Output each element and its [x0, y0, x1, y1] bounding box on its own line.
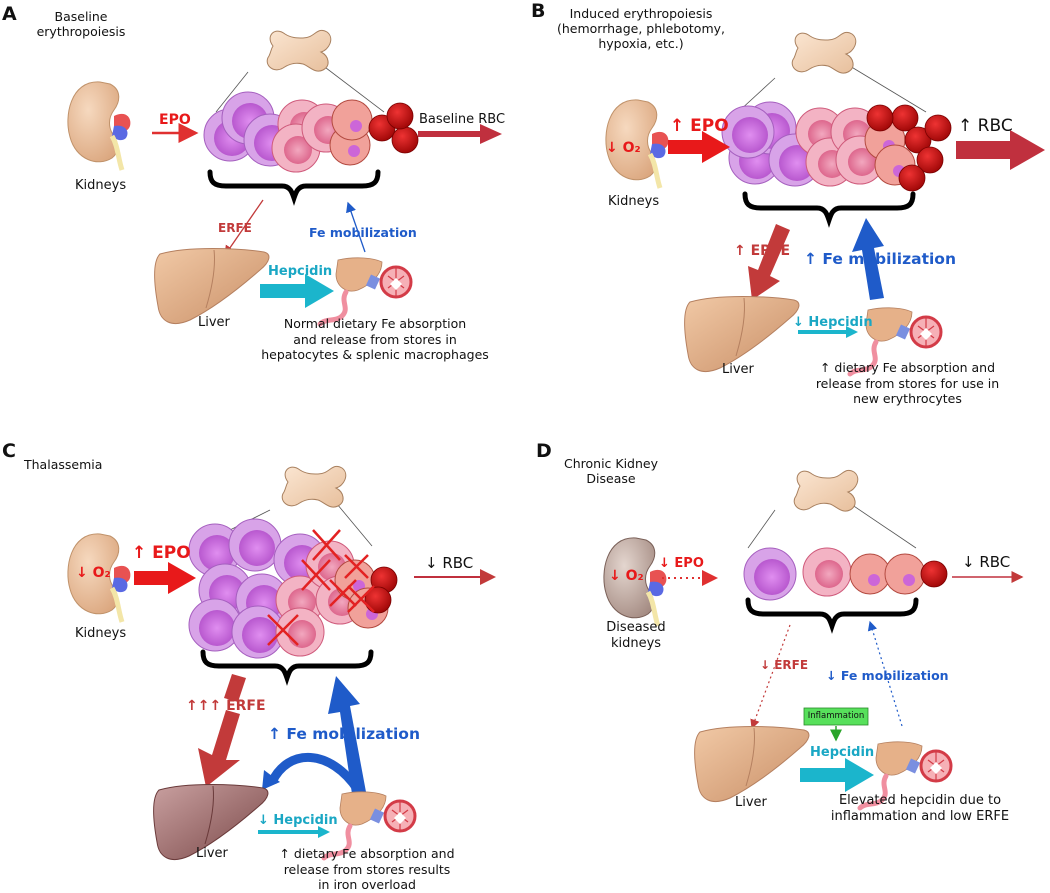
panel-c-erfe-label: ↑↑↑ ERFE [186, 698, 266, 714]
panel-b-title: Induced erythropoiesis (hemorrhage, phle… [556, 6, 726, 51]
panel-a-hepcidin-label: Hepcidin [268, 264, 333, 279]
panel-d-letter: D [536, 440, 552, 462]
panel-b-desc-line: ↑ dietary Fe absorption and [819, 360, 996, 375]
panel-b-hepcidin-label: ↓ Hepcidin [793, 315, 873, 330]
panel-a-letter: A [2, 3, 17, 25]
panel-d-kidneys-label: Diseased kidneys [606, 620, 666, 652]
panel-b-o2-label: ↓ O₂ [606, 140, 641, 156]
panel-c-desc-line: release from stores results [283, 861, 451, 877]
panel-c-epo-label: ↑ EPO [132, 543, 191, 563]
panel-d-hepcidin-label: Hepcidin [810, 745, 875, 760]
panel-c-title: Thalassemia [24, 457, 102, 472]
panel-b-kidneys-label: Kidneys [608, 194, 660, 209]
panel-a-kidneys-label: Kidneys [75, 178, 127, 193]
panel-d-kidneys-line: Diseased [606, 620, 666, 635]
panel-a-desc-line: Normal dietary Fe absorption [283, 316, 467, 331]
panel-c-rbc-label: ↓ RBC [425, 554, 474, 572]
panel-c-o2-label: ↓ O₂ [76, 565, 111, 581]
panel-d-desc-line: inflammation and low ERFE [830, 808, 1010, 824]
panel-b-erfe-label: ↑ ERFE [734, 243, 791, 259]
panel-b-title-line: hypoxia, etc.) [598, 36, 684, 51]
panel-c-desc-line: ↑ dietary Fe absorption and [279, 846, 455, 861]
panel-a-desc-line: and release from stores in [293, 331, 457, 347]
panel-c-kidneys-label: Kidneys [75, 626, 127, 641]
panel-d-title: Chronic Kidney Disease [556, 456, 666, 486]
panel-b-artwork [606, 31, 1045, 374]
panel-c-artwork [68, 465, 496, 859]
panel-d-fe-mobilization-label: ↓ Fe mobilization [826, 668, 949, 683]
panel-a-title-line: Baseline [54, 9, 108, 24]
panel-a-fe-mobilization-label: Fe mobilization [309, 225, 417, 240]
panel-b-title-line: (hemorrhage, phlebotomy, [556, 21, 725, 36]
panel-d-o2-label: ↓ O₂ [609, 568, 644, 584]
panel-d-epo-label: ↓ EPO [659, 556, 704, 571]
panel-a-erfe-label: ERFE [218, 221, 252, 235]
panel-b-rbc-label: ↑ RBC [958, 116, 1013, 136]
panel-a-rbc-label: Baseline RBC [419, 112, 506, 127]
panel-b-epo-label: ↑ EPO [670, 116, 729, 136]
panel-a-artwork [68, 29, 502, 324]
panel-d-rbc-label: ↓ RBC [962, 553, 1011, 571]
panel-b-desc-line: new erythrocytes [853, 391, 962, 406]
panel-a-description: Normal dietary Fe absorption and release… [260, 316, 490, 363]
panel-d-erfe-label: ↓ ERFE [760, 658, 809, 672]
panel-c-hepcidin-label: ↓ Hepcidin [258, 813, 338, 828]
panel-a-title-line: erythropoiesis [36, 24, 126, 39]
panel-d-title-line: Chronic Kidney [563, 456, 659, 471]
panel-c-desc-line: in iron overload [318, 877, 416, 892]
panel-c-letter: C [2, 440, 16, 462]
panel-b-fe-mobilization-label: ↑ Fe mobilization [804, 250, 956, 268]
panel-b-title-line: Induced erythropoiesis [569, 6, 713, 21]
panel-a-title: Baseline erythropoiesis [22, 9, 140, 39]
panel-c-title-line: Thalassemia [24, 457, 103, 472]
panel-a-liver-label: Liver [198, 315, 230, 330]
panel-c-fe-mobilization-label: ↑ Fe mobilization [268, 725, 420, 743]
panel-b-letter: B [531, 0, 546, 22]
panel-b-description: ↑ dietary Fe absorption and release from… [800, 360, 1015, 407]
panel-d-description: Elevated hepcidin due to inflammation an… [820, 793, 1020, 824]
panel-a-epo-label: EPO [159, 112, 191, 128]
panel-b-liver-label: Liver [722, 362, 754, 377]
panel-d-title-line: Disease [586, 471, 636, 486]
panel-c-liver-label: Liver [196, 846, 228, 861]
panel-d-liver-label: Liver [735, 795, 767, 810]
panel-d-artwork [604, 469, 1024, 808]
panel-d-desc-line: Elevated hepcidin due to [838, 793, 1002, 808]
panel-b-desc-line: release from stores for use in [815, 375, 1000, 391]
panel-a-desc-line: hepatocytes & splenic macrophages [261, 347, 489, 362]
panel-c-description: ↑ dietary Fe absorption and release from… [262, 846, 472, 893]
panel-d-inflammation-label: Inflammation [807, 711, 865, 721]
panel-d-kidneys-line: kidneys [610, 636, 662, 651]
